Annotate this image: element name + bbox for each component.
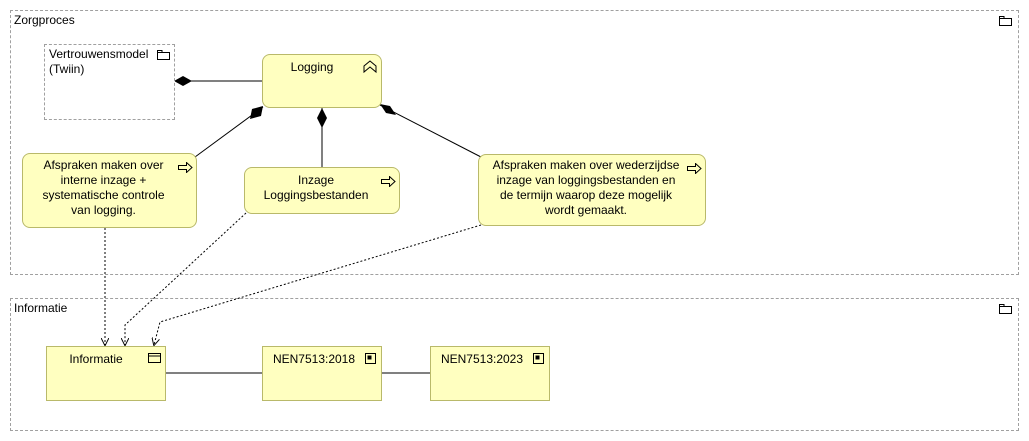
folder-icon	[999, 304, 1012, 314]
group-zorgproces-label: Zorgproces	[14, 13, 75, 27]
node-nen2023[interactable]: NEN7513:2023	[430, 346, 550, 401]
process-arrow-icon	[178, 162, 193, 173]
folder-icon	[999, 16, 1012, 26]
artifact-icon	[365, 353, 376, 364]
node-afspraken-intern-label: Afspraken maken over interne inzage + sy…	[42, 158, 165, 217]
group-informatie-label: Informatie	[14, 301, 68, 315]
node-nen2018-label: NEN7513:2018	[272, 352, 356, 366]
node-nen2023-label: NEN7513:2023	[440, 352, 524, 366]
folder-icon	[157, 50, 170, 60]
node-afspraken-wederzijds[interactable]: Afspraken maken over wederzijdse inzage …	[478, 154, 706, 226]
node-logging-label: Logging	[290, 60, 334, 74]
node-vertrouwensmodel-label: Vertrouwensmodel (Twiin)	[49, 47, 149, 76]
node-informatie-label: Informatie	[69, 352, 123, 366]
artifact-icon	[533, 353, 544, 364]
node-inzage[interactable]: Inzage Loggingsbestanden	[244, 167, 400, 214]
node-afspraken-intern[interactable]: Afspraken maken over interne inzage + sy…	[22, 153, 197, 228]
process-arrow-icon	[381, 176, 396, 187]
function-icon	[363, 60, 377, 74]
node-vertrouwensmodel[interactable]: Vertrouwensmodel (Twiin)	[44, 44, 175, 120]
node-inzage-label: Inzage Loggingsbestanden	[263, 173, 369, 202]
node-nen2018[interactable]: NEN7513:2018	[262, 346, 382, 401]
group-zorgproces[interactable]: Zorgproces	[10, 10, 1019, 275]
business-object-icon	[148, 353, 161, 363]
process-arrow-icon	[687, 163, 702, 174]
node-logging[interactable]: Logging	[262, 54, 382, 108]
node-informatie[interactable]: Informatie	[46, 346, 166, 401]
group-informatie[interactable]: Informatie	[10, 298, 1019, 431]
node-afspraken-wederzijds-label: Afspraken maken over wederzijdse inzage …	[492, 158, 680, 217]
